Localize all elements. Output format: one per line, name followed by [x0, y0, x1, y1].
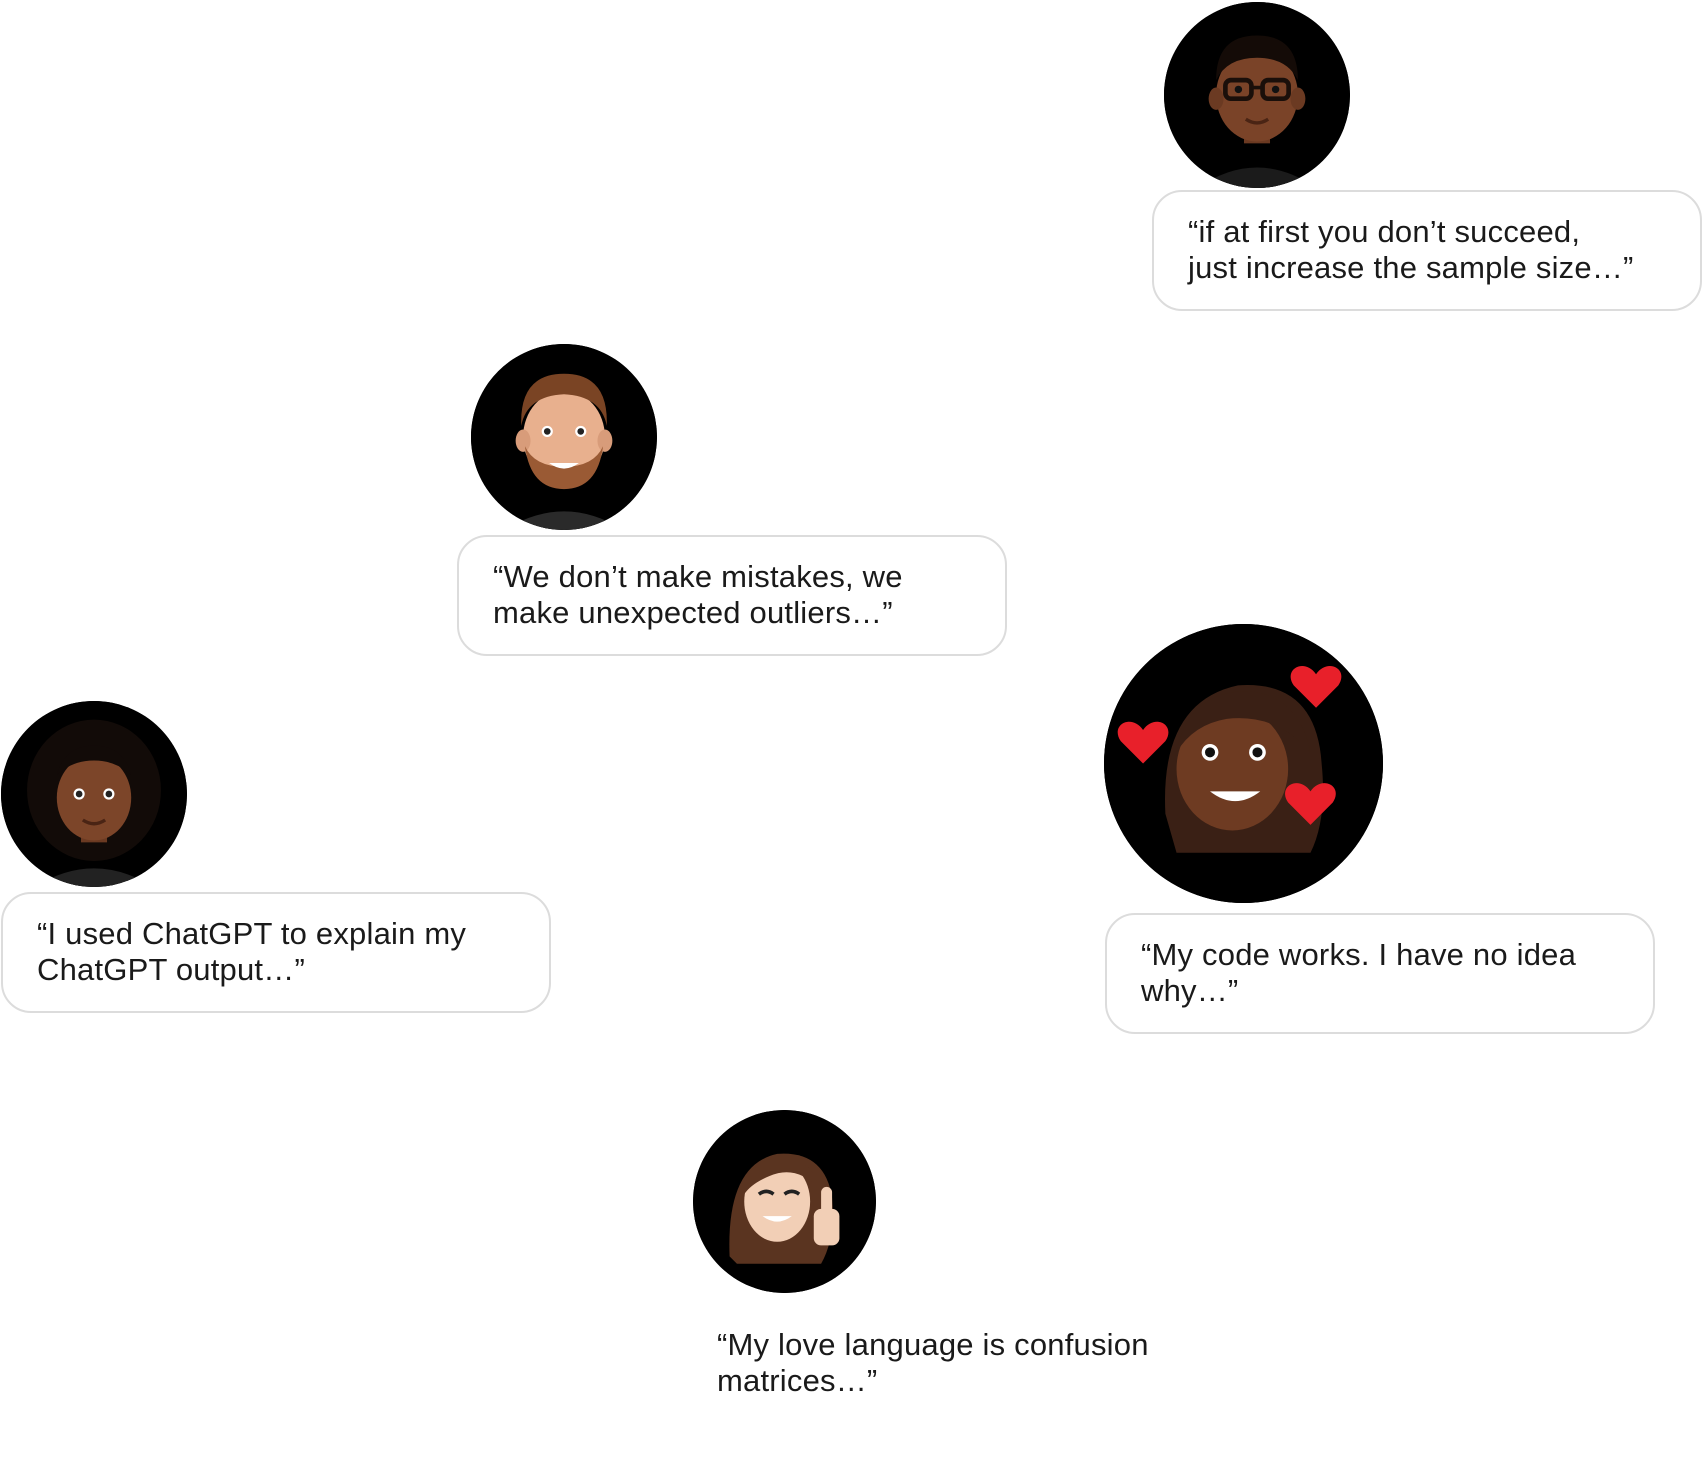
avatar-woman-curly-hair-icon [1, 701, 187, 887]
testimonial-bubble: “My love language is confusion matrices…… [683, 1305, 1283, 1415]
testimonial-quote: “I used ChatGPT to explain my ChatGPT ou… [37, 916, 467, 987]
testimonial-bubble: “if at first you don’t succeed, just inc… [1152, 190, 1702, 311]
testimonial-bubble: “My code works. I have no idea why…” [1105, 913, 1655, 1034]
avatar-woman-thumbs-up-icon [693, 1110, 876, 1293]
testimonial-quote: “My love language is confusion matrices…… [717, 1327, 1149, 1398]
avatar-man-glasses-icon [1164, 2, 1350, 188]
avatar-man-beard-icon [471, 344, 657, 530]
testimonial-quote: “if at first you don’t succeed, just inc… [1188, 214, 1634, 285]
avatar-woman-hearts-icon [1104, 624, 1383, 903]
testimonial-bubble: “I used ChatGPT to explain my ChatGPT ou… [1, 892, 551, 1013]
testimonial-quote: “My code works. I have no idea why…” [1141, 937, 1577, 1008]
testimonial-bubble: “We don’t make mistakes, we make unexpec… [457, 535, 1007, 656]
testimonial-quote: “We don’t make mistakes, we make unexpec… [493, 559, 903, 630]
